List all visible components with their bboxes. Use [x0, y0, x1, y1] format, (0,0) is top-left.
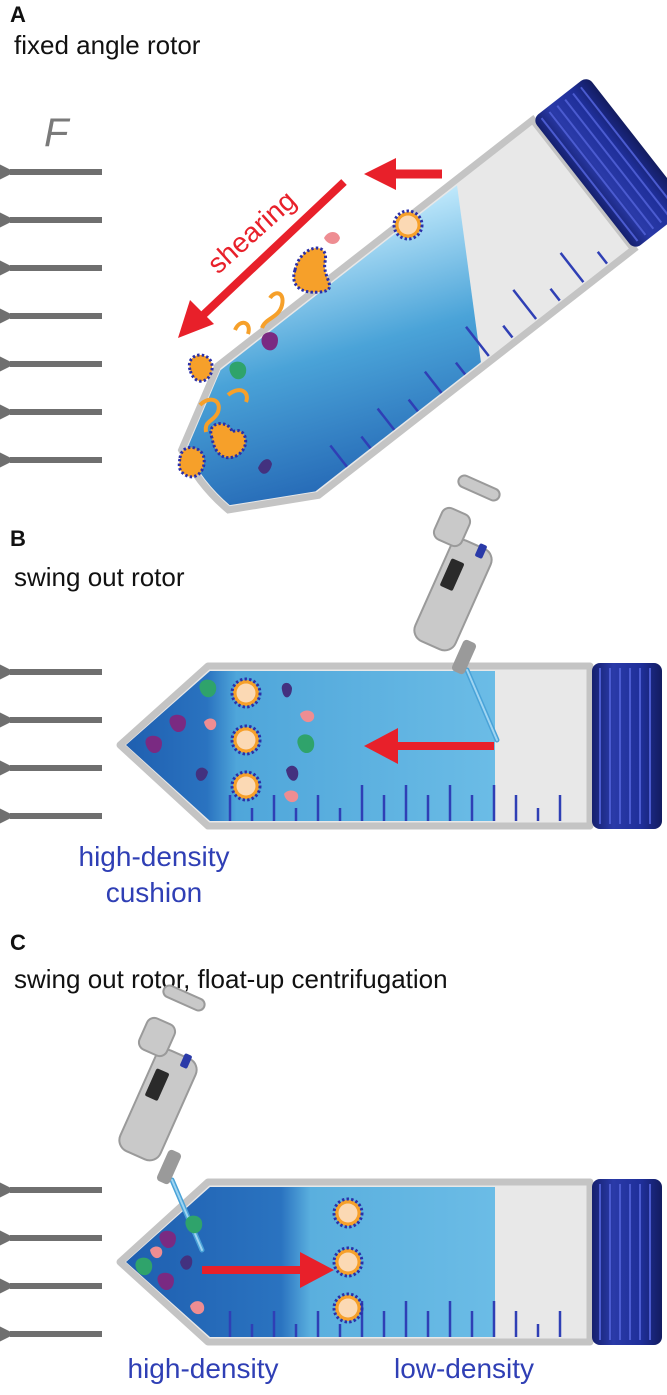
panel-b-title: swing out rotor: [14, 562, 185, 592]
protein: [297, 734, 315, 754]
protein: [229, 361, 247, 380]
shearing-arrow: [197, 179, 347, 321]
panel-a-letter: A: [10, 2, 26, 27]
graduations: [228, 785, 562, 821]
protein: [169, 714, 186, 733]
protein: [261, 332, 278, 351]
red-arrow-head: [300, 1252, 334, 1288]
panel-b-letter: B: [10, 526, 26, 551]
panel-c: C swing out rotor, float-up centrifugati…: [0, 930, 663, 1384]
force-arrows-c: [0, 1177, 102, 1347]
protein: [281, 682, 292, 698]
protein: [159, 1230, 176, 1249]
force-label: F: [44, 111, 71, 155]
panel-b: B swing out rotor: [0, 474, 663, 908]
protein: [195, 767, 208, 781]
red-arrow-head: [364, 728, 398, 764]
cushion-label-line2: cushion: [106, 877, 203, 908]
panel-c-title: swing out rotor, float-up centrifugation: [14, 964, 448, 994]
tube-c: [116, 1178, 663, 1346]
tube-cap: [591, 1178, 663, 1346]
protein: [157, 1272, 174, 1291]
protein: [199, 679, 217, 698]
graduations: [329, 251, 608, 468]
force-arrows-b: [0, 659, 102, 829]
tube-cap: [591, 662, 663, 830]
protein: [258, 459, 272, 474]
protein: [204, 718, 217, 731]
protein: [286, 765, 299, 781]
protein: [300, 710, 315, 723]
low-density-label: low-density: [394, 1353, 534, 1384]
shearing-arrow-head: [178, 300, 214, 338]
protein: [145, 735, 162, 754]
panel-c-letter: C: [10, 930, 26, 955]
membrane-fragments: [198, 291, 285, 433]
high-density-label: high-density: [128, 1353, 279, 1384]
protein: [180, 1255, 193, 1270]
protein: [185, 1215, 203, 1234]
graduations: [228, 1301, 562, 1337]
force-arrows-a: [0, 159, 102, 473]
deformed-vesicles: [177, 246, 332, 479]
protein: [135, 1257, 153, 1276]
protein: [284, 790, 299, 803]
tube-a: [177, 74, 667, 514]
cushion-label-line1: high-density: [79, 841, 230, 872]
protein: [324, 232, 340, 244]
protein: [190, 1301, 205, 1315]
panel-a: A fixed angle rotor F: [0, 2, 667, 514]
short-red-arrow-head: [364, 158, 396, 190]
liquid: [186, 185, 481, 506]
panel-a-title: fixed angle rotor: [14, 30, 201, 60]
protein: [150, 1246, 163, 1259]
